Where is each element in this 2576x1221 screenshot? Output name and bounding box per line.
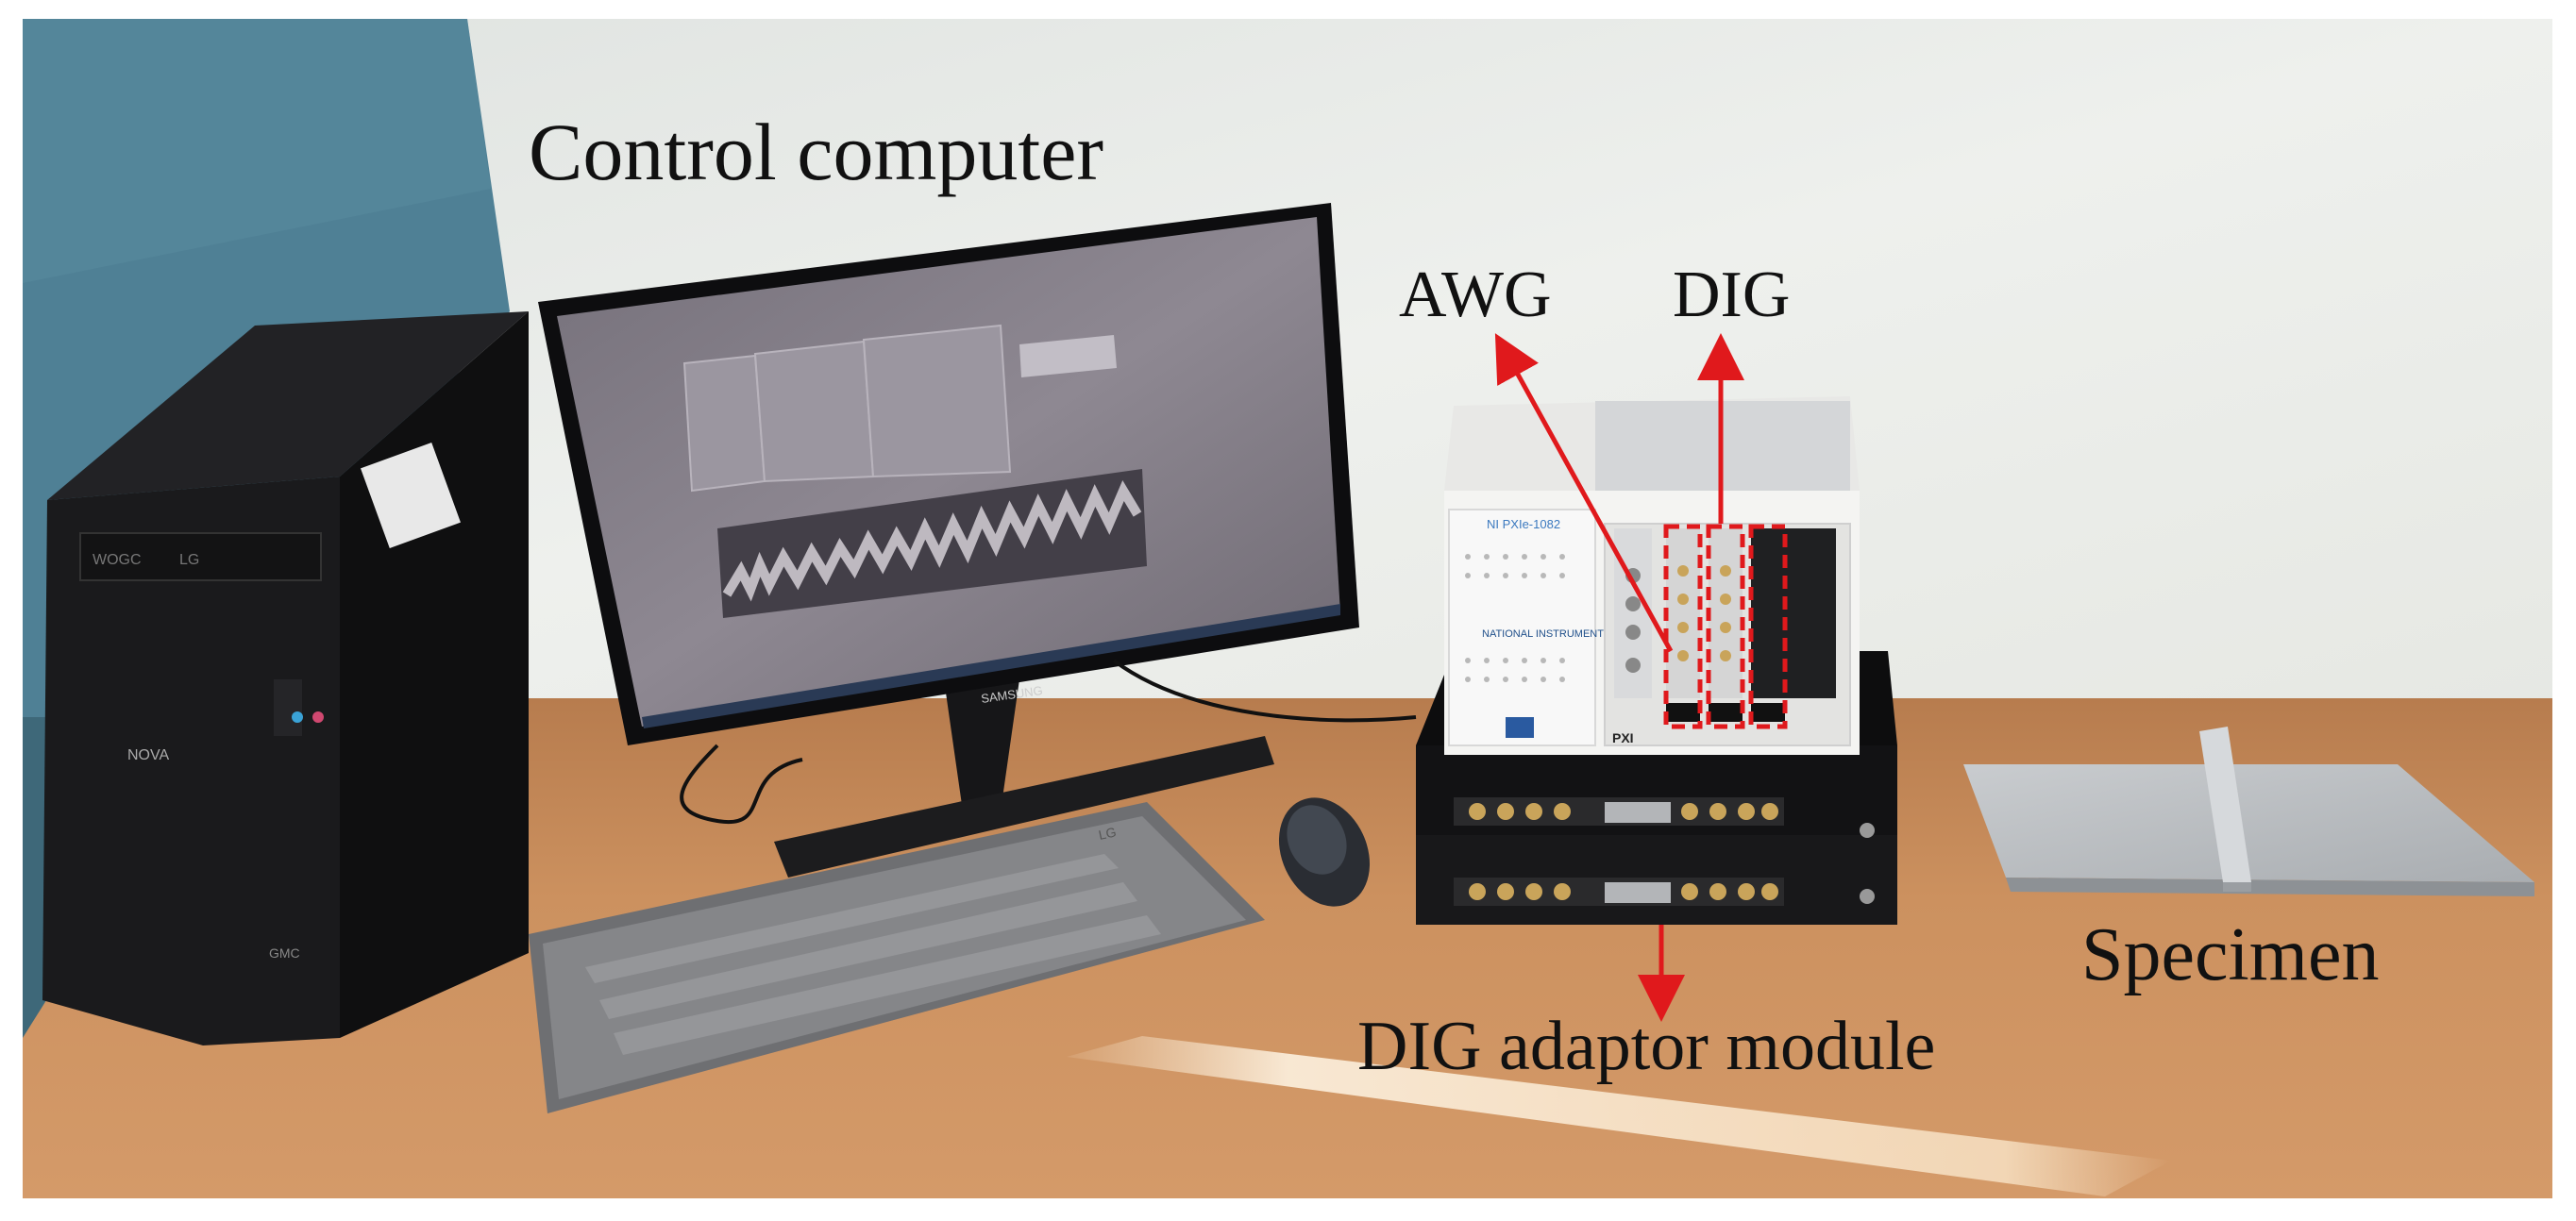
pxi-badge: PXI xyxy=(1612,730,1634,745)
chassis-brand: NATIONAL INSTRUMENTS xyxy=(1482,628,1610,640)
awg-arrow xyxy=(1494,333,1674,653)
light-reflection xyxy=(1067,1036,2171,1196)
svg-text:LG: LG xyxy=(179,552,199,568)
specimen-label: Specimen xyxy=(2081,913,2380,996)
monitor-stand xyxy=(774,679,1274,878)
svg-text:GMC: GMC xyxy=(269,945,300,961)
svg-text:WOGC: WOGC xyxy=(93,552,142,568)
keyboard-brand: LG xyxy=(1097,824,1118,843)
specimen-plate xyxy=(1963,727,2534,896)
monitor: SAMSUNG xyxy=(538,203,1359,745)
awg-label: AWG xyxy=(1399,259,1552,331)
chassis-model: NI PXIe-1082 xyxy=(1487,517,1560,531)
dig-label: DIG xyxy=(1673,259,1791,331)
pxi-chassis: NI PXIe-1082 NATIONAL INSTRUMENTS PXI xyxy=(1444,396,1860,755)
control-computer-label: Control computer xyxy=(529,107,1104,197)
dig-module-highlights xyxy=(1663,524,1788,729)
cables xyxy=(680,659,1417,825)
dig-adaptor-module-label: DIG adaptor module xyxy=(1357,1008,1936,1085)
pc-tower: WOGC LG NOVA GMC xyxy=(42,311,529,1045)
mouse xyxy=(1278,797,1371,907)
keyboard: LG xyxy=(529,802,1265,1113)
annotation-arrows xyxy=(1494,333,1744,1022)
computer-brand: NOVA xyxy=(127,747,169,763)
